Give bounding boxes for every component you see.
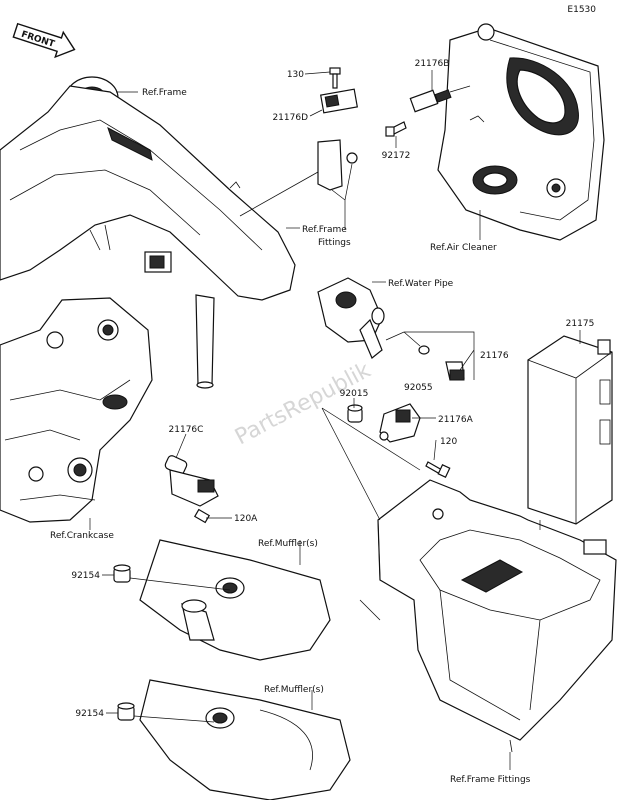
ref-muffler-label-2: Ref.Muffler(s) [264, 685, 324, 695]
bolt-130 [329, 67, 341, 89]
part-92172-label: 92172 [382, 151, 411, 161]
watermark: PartsRepublik [231, 358, 375, 450]
ecu-21175 [527, 335, 613, 525]
sensor-21176b [409, 85, 471, 113]
cap-92154-upper [113, 564, 131, 583]
leader-lines [89, 70, 581, 770]
muffler-illustration-lower [139, 679, 351, 801]
diagram-code: E1530 [567, 5, 596, 15]
sensor-21176a [379, 403, 421, 443]
frame-fitting-bracket [239, 139, 358, 217]
part-21176b-label: 21176B [415, 59, 450, 69]
part-120-label: 120 [440, 437, 457, 447]
water-pipe-fitting [317, 277, 385, 359]
part-92154-label-upper: 92154 [71, 571, 100, 581]
ref-crankcase-label: Ref.Crankcase [50, 531, 114, 541]
front-arrow-icon: FRONT [12, 22, 76, 59]
part-130-label: 130 [287, 70, 304, 80]
ref-frame-fittings-label-2: Fittings [318, 238, 351, 248]
part-92015-label: 92015 [340, 389, 369, 399]
part-92154-label-lower: 92154 [75, 709, 104, 719]
part-21176a-label: 21176A [438, 415, 474, 425]
part-120a-label: 120A [234, 514, 258, 524]
ref-frame-label: Ref.Frame [142, 88, 187, 98]
cap-92154-lower [117, 702, 135, 721]
oring-92055 [418, 345, 430, 355]
part-21176-label: 21176 [480, 351, 509, 361]
part-92055-label: 92055 [404, 383, 433, 393]
screw-92172 [385, 121, 407, 137]
screw-120 [425, 461, 451, 479]
part-21176d-label: 21176D [272, 113, 308, 123]
part-21175-label: 21175 [566, 319, 595, 329]
crankcase-illustration [0, 297, 153, 523]
collar-92015 [347, 404, 363, 423]
ref-frame-fittings-bottom-label: Ref.Frame Fittings [450, 775, 531, 785]
temp-sensor-21176 [445, 361, 465, 381]
ref-air-cleaner-label: Ref.Air Cleaner [430, 243, 497, 253]
sensor-21176d [320, 88, 358, 114]
ref-frame-fittings-label-1: Ref.Frame [302, 225, 347, 235]
ref-muffler-label-1: Ref.Muffler(s) [258, 539, 318, 549]
air-cleaner-illustration [437, 23, 605, 241]
ref-water-pipe-label: Ref.Water Pipe [388, 279, 454, 289]
screw-120a [193, 508, 211, 524]
frame-illustration [0, 76, 296, 389]
part-21176c-label: 21176C [169, 425, 204, 435]
sensor-21176c [164, 455, 219, 507]
battery-tray-illustration [359, 479, 617, 753]
muffler-illustration-upper [139, 539, 331, 661]
